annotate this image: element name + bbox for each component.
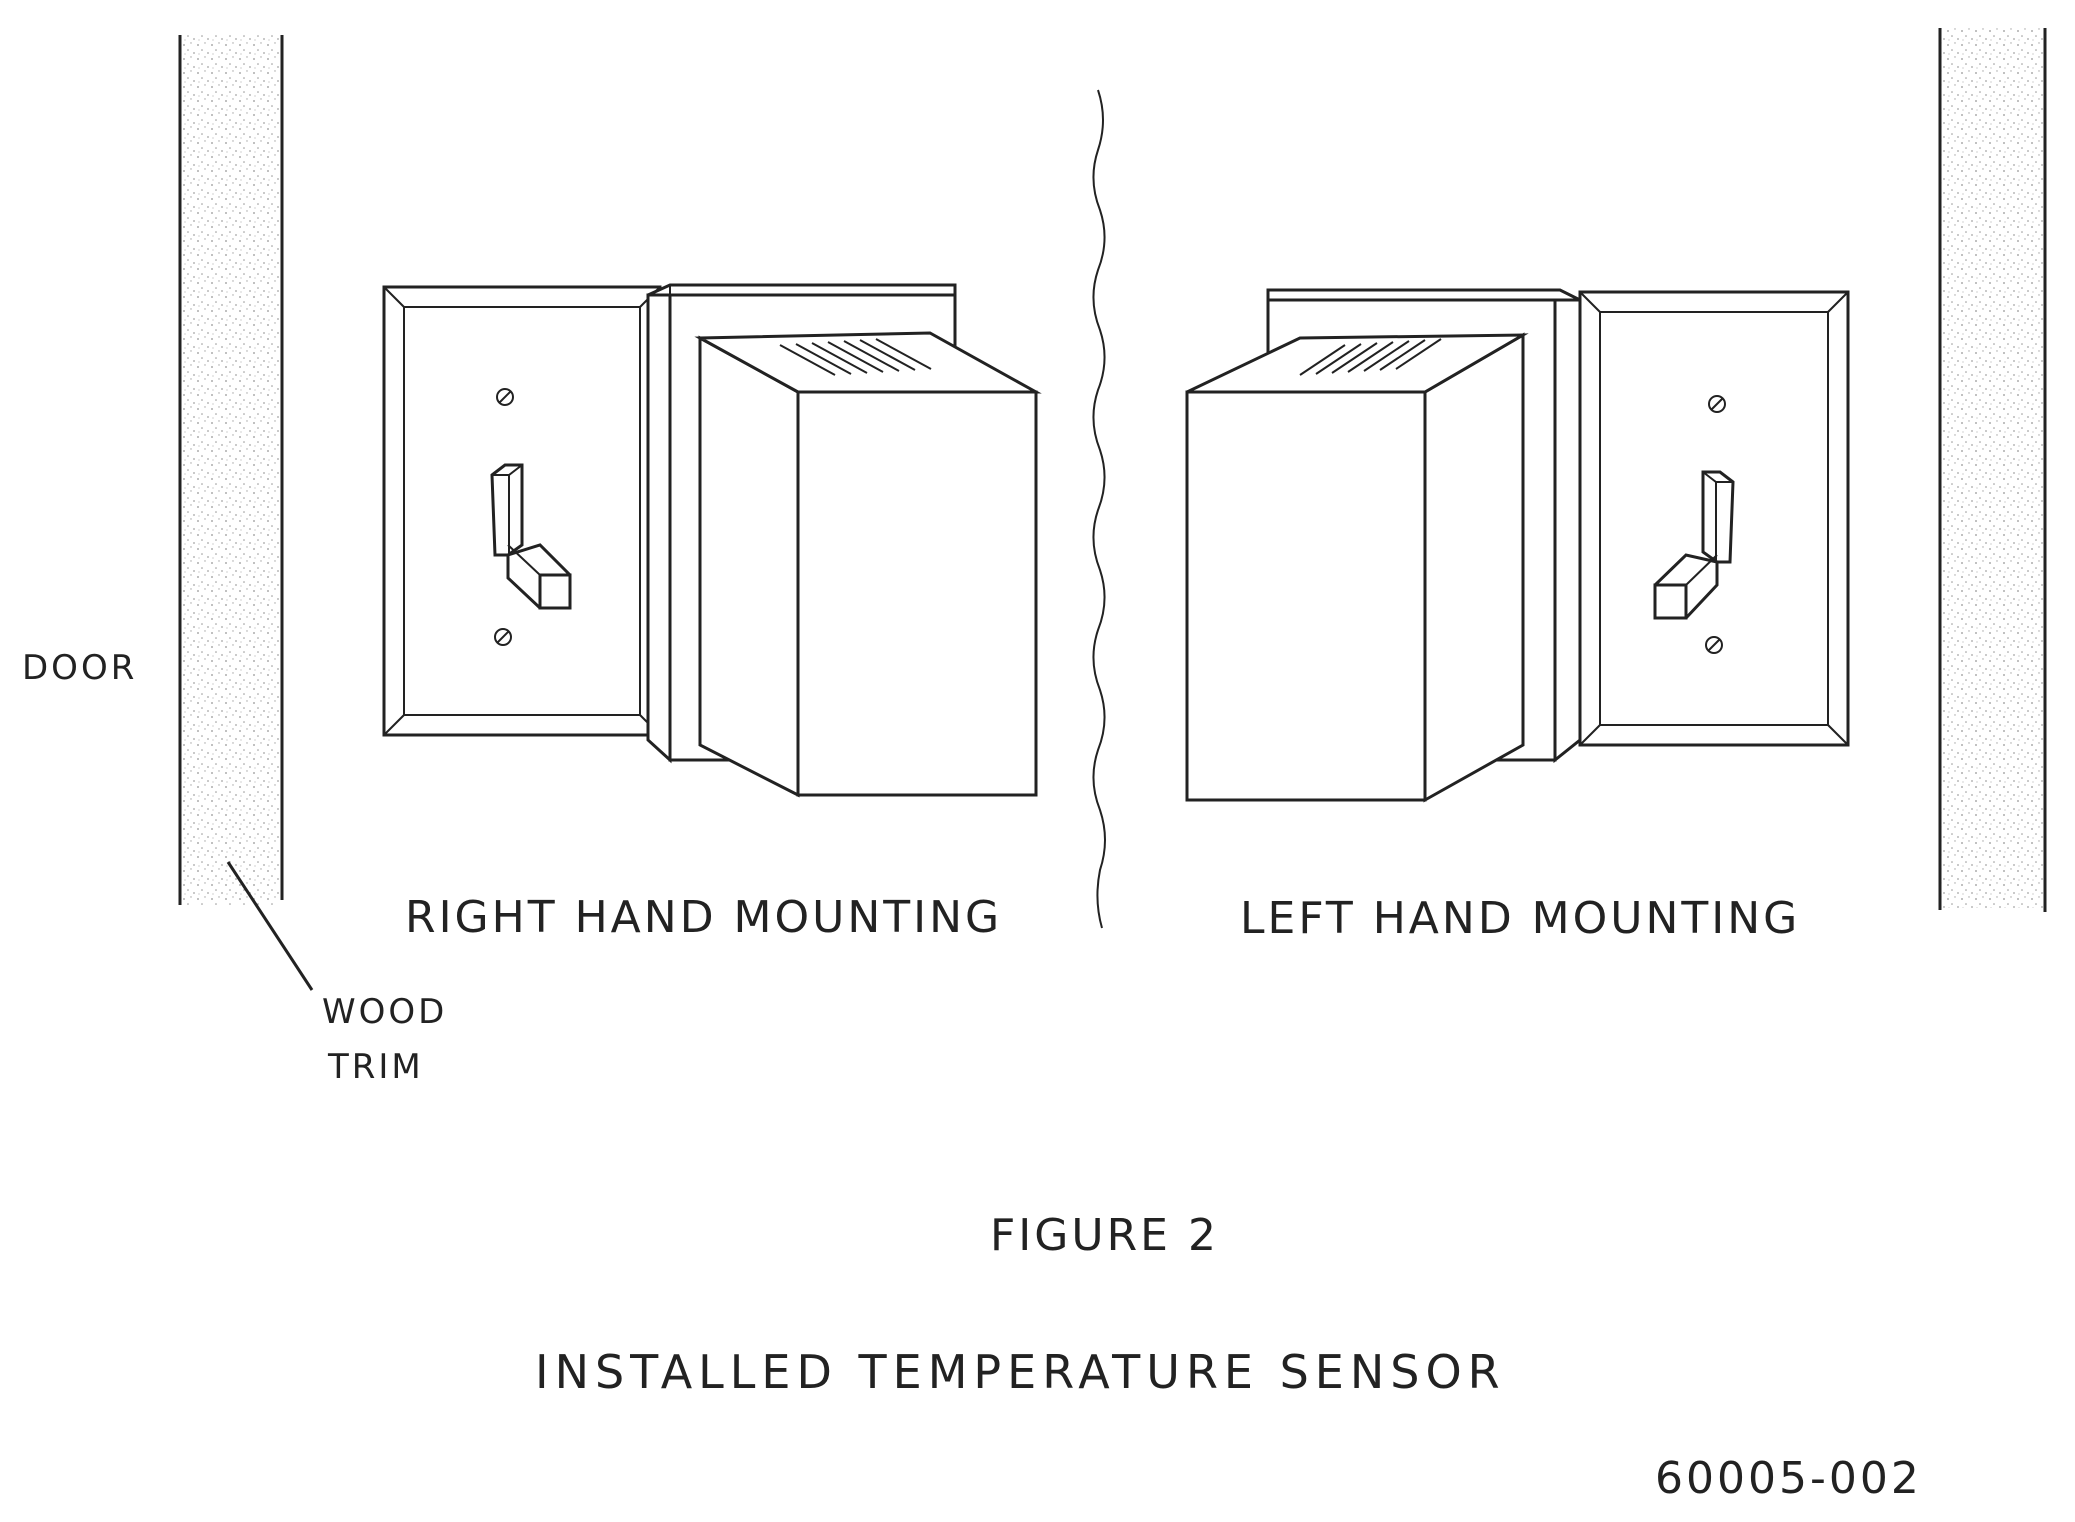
document-number: 60005-002 bbox=[1655, 1453, 1922, 1504]
temperature-sensor-box bbox=[1185, 332, 1529, 803]
temperature-sensor-box bbox=[694, 331, 1042, 798]
screw-icon bbox=[494, 628, 512, 646]
right-hand-mounting-label: RIGHT HAND MOUNTING bbox=[405, 892, 1003, 943]
toggle-switch-icon bbox=[1653, 470, 1735, 620]
vent-slots-icon bbox=[1299, 338, 1442, 376]
right-hand-assembly bbox=[382, 283, 1042, 798]
left-wood-trim bbox=[178, 35, 284, 905]
vent-slots-icon bbox=[779, 338, 932, 376]
screw-icon bbox=[1705, 636, 1723, 654]
right-wood-trim bbox=[1938, 28, 2047, 912]
center-break-line bbox=[1092, 89, 1106, 929]
wood-trim-label-line1: WOOD bbox=[322, 992, 448, 1032]
figure-number: FIGURE 2 bbox=[990, 1210, 1219, 1261]
figure-caption: INSTALLED TEMPERATURE SENSOR bbox=[535, 1345, 1506, 1399]
left-hand-assembly bbox=[1185, 288, 1850, 803]
left-hand-mounting-label: LEFT HAND MOUNTING bbox=[1240, 893, 1801, 944]
door-label: DOOR bbox=[22, 648, 138, 688]
wood-trim-label-line2: TRIM bbox=[328, 1047, 424, 1087]
wood-trim-leader-line bbox=[226, 861, 314, 991]
screw-icon bbox=[496, 388, 514, 406]
toggle-switch-icon bbox=[490, 463, 572, 610]
screw-icon bbox=[1708, 395, 1726, 413]
